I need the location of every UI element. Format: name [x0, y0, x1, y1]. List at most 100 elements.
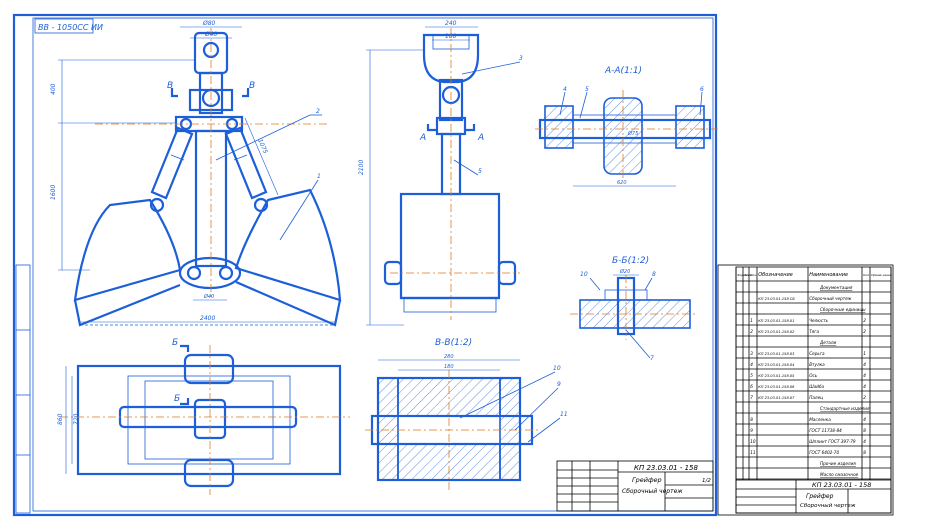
spec-cell-r8-c3: КП 23.03.01-158.05	[758, 374, 795, 378]
dim-bb: Ø20	[619, 268, 630, 275]
spec-cell-r6-c2: 3	[750, 351, 753, 356]
spec-cell-r10-c3: КП 23.03.01-158.07	[758, 396, 795, 400]
spec-cell-r14-c5: 4	[863, 439, 866, 444]
callout-11-vv: 11	[560, 411, 568, 418]
spec-cell-r13-c4: ГОСТ 11738-84	[809, 428, 842, 433]
spec-cell-r4-c3: КП 23.03.01-158.02	[758, 330, 795, 334]
spec-cell-r14-c4: Шплинт ГОСТ 397-79	[809, 439, 856, 444]
dim-side-top: 240	[445, 20, 457, 27]
section-vv: В-В(1:2) 280 180 10 9 11	[365, 338, 568, 490]
front-view: Ø80 Ø40 400 1600 1075 Ø40 2400 В В 2 1	[50, 20, 342, 327]
side-view: 240 180 2100 А А 3 5	[358, 20, 523, 326]
spec-cell-r12-c2: 8	[750, 417, 753, 422]
spec-cell-r15-c2: 11	[750, 450, 756, 455]
dim-vv-inner: 180	[444, 364, 454, 370]
callout-8-bb: 8	[652, 271, 656, 278]
spec-cell-r10-c2: 7	[750, 395, 753, 400]
spec-header-4: Наименование	[809, 272, 848, 278]
spec-header-3: Обозначение	[758, 272, 793, 278]
spec-header-5: Кол.	[863, 273, 870, 277]
spec-cell-r1-c4: Сборочный чертеж	[809, 296, 852, 301]
dim-side-inner: 180	[445, 33, 457, 40]
main-sheet-frame	[12, 13, 718, 517]
sheet-stamp: ВВ - 1050СС ИИ	[34, 18, 103, 34]
dim-base-width: 2400	[200, 315, 215, 322]
section-aa: А-А(1:1) 620 Ø75 4 5 6	[535, 66, 718, 187]
dim-vv-top: 280	[444, 354, 454, 360]
callout-5-side: 5	[478, 168, 482, 175]
callout-9-vv: 9	[557, 381, 561, 388]
section-mark-a-left: А	[419, 133, 426, 143]
spec-cell-r4-c2: 2	[750, 329, 753, 334]
callout-2-front: 2	[316, 108, 320, 115]
section-bb: Б-Б(1:2) Ø20 10 8 7	[570, 256, 698, 362]
spec-cell-r6-c5: 1	[863, 351, 866, 356]
callout-1-front: 1	[317, 173, 321, 180]
sheet-stamp-text: ВВ - 1050СС ИИ	[38, 23, 103, 32]
spec-sheet-frame	[717, 264, 894, 516]
spec-cell-r4-c4: Тяга	[809, 329, 819, 334]
callout-4-aa: 4	[563, 86, 567, 93]
callout-7-bb: 7	[650, 355, 654, 362]
spec-cell-r12-c5: 4	[863, 417, 866, 422]
spec-cell-r9-c5: 4	[863, 384, 866, 389]
dim-aa-len: 620	[617, 180, 627, 186]
section-vv-label: В-В(1:2)	[435, 338, 472, 348]
spec-cell-r7-c2: 4	[750, 362, 753, 367]
spec-cell-r5-c4: Детали	[819, 340, 837, 345]
dim-arm-len: 1075	[256, 138, 269, 155]
spec-cell-r4-c5: 2	[863, 329, 866, 334]
spec-cell-r16-c4: Прочие изделия	[820, 461, 856, 466]
spec-cell-r10-c4: Палец	[809, 395, 823, 400]
dim-pin: Ø40	[203, 293, 214, 300]
dim-height-main: 1600	[50, 185, 57, 200]
section-bb-label: Б-Б(1:2)	[612, 256, 649, 266]
spec-header-0: Формат	[737, 273, 749, 277]
section-mark-b-bottom: Б	[174, 394, 180, 404]
spec-cell-r3-c5: 2	[863, 318, 866, 323]
dim-aa: Ø75	[627, 130, 638, 137]
spec-cell-r7-c4: Втулка	[809, 362, 825, 367]
spec-drawing-code: КП 23.03.01 - 158	[812, 481, 871, 489]
spec-cell-r3-c4: Челюсть	[809, 318, 828, 323]
spec-cell-r12-c4: Масленка	[809, 417, 831, 422]
main-sheet-number: 1/2	[702, 478, 711, 484]
spec-cell-r9-c2: 6	[750, 384, 753, 389]
spec-header-2: Поз.	[750, 273, 757, 277]
spec-header-6: Приме-чание	[871, 273, 892, 277]
callout-6-aa: 6	[700, 86, 704, 93]
section-mark-v-left: В	[167, 81, 173, 91]
plan-view: 860 720 Б Б	[57, 338, 350, 495]
spec-cell-r7-c3: КП 23.03.01-158.04	[758, 363, 795, 367]
dim-plan-inner: 720	[73, 413, 80, 425]
spec-cell-r15-c5: 8	[863, 450, 866, 455]
section-aa-label: А-А(1:1)	[604, 66, 642, 76]
spec-drawing-name-1: Грейфер	[806, 493, 834, 500]
callout-10-vv: 10	[553, 365, 561, 372]
section-mark-v-right: В	[249, 81, 255, 91]
spec-cell-r9-c4: Шайба	[809, 384, 824, 389]
spec-cell-r15-c4: ГОСТ 6402-70	[809, 450, 839, 455]
section-mark-b-top: Б	[172, 338, 178, 348]
dim-height-upper: 400	[50, 83, 57, 95]
spec-cell-r8-c2: 5	[750, 373, 753, 378]
spec-cell-r13-c2: 9	[750, 428, 753, 433]
dim-top-inner: Ø40	[204, 31, 218, 38]
callout-10-bb: 10	[580, 271, 588, 278]
title-block-spec: КП 23.03.01 - 158 Грейфер Сборочный черт…	[735, 479, 892, 514]
callout-3-side: 3	[519, 55, 523, 62]
spec-header-1: Зона	[744, 273, 752, 277]
spec-cell-r8-c4: Ось	[809, 373, 818, 378]
callout-5-aa: 5	[585, 86, 589, 93]
section-mark-a-right: А	[477, 133, 484, 143]
spec-cell-r9-c3: КП 23.03.01-158.06	[758, 385, 795, 389]
spec-cell-r3-c2: 1	[750, 318, 753, 323]
dim-plan-h: 860	[57, 413, 64, 425]
dim-side-height: 2100	[358, 160, 365, 175]
spec-cell-r17-c4: Масло смазочное	[820, 472, 859, 477]
spec-cell-r13-c5: 8	[863, 428, 866, 433]
spec-cell-r2-c4: Сборочные единицы	[820, 307, 866, 312]
spec-cell-r8-c5: 4	[863, 373, 866, 378]
